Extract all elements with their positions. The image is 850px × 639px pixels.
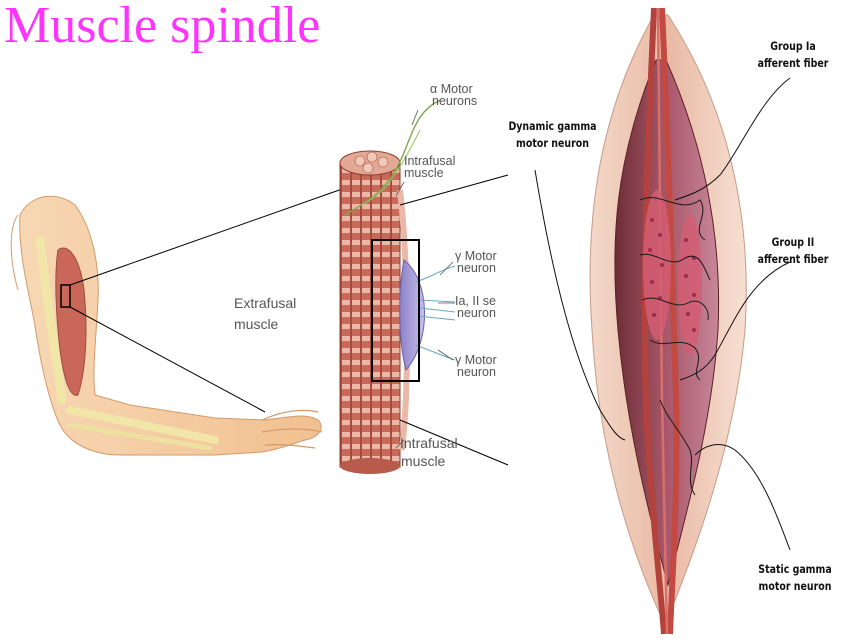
label-static-gamma: Static gamma	[754, 561, 836, 578]
label-group-ii: Group II	[756, 234, 830, 251]
label-dynamic-gamma: Dynamic gamma	[505, 118, 599, 135]
label-group-ia-2: afferent fiber	[756, 55, 830, 72]
label-group-ia: Group Ia	[756, 38, 830, 55]
label-static-gamma-2: motor neuron	[754, 578, 836, 595]
label-dynamic-gamma-2: motor neuron	[505, 135, 599, 152]
label-group-ii-2: afferent fiber	[756, 251, 830, 268]
